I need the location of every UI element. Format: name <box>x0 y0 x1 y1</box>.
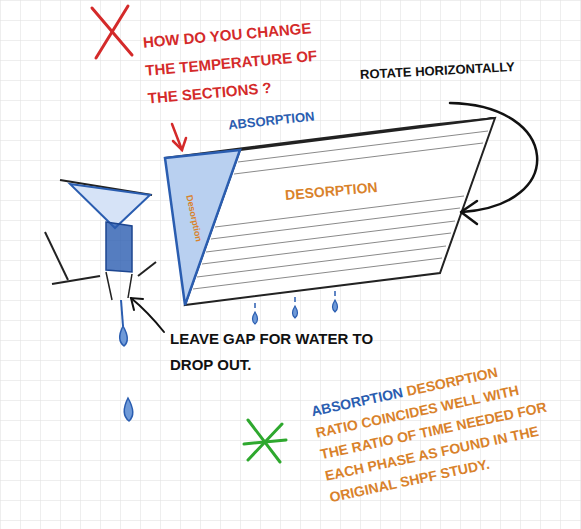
prism-end-face <box>165 150 240 305</box>
rotate-note: ROTATE HORIZONTALLY <box>360 55 556 85</box>
end-face-heading: Desorption <box>184 194 205 243</box>
ratio-text: DESORPTION RATIO COINCIDES WELL WITH THE… <box>314 364 548 505</box>
question-note: HOW DO YOU CHANGE THE TEMPERATURE OF THE… <box>142 11 349 112</box>
water-drop <box>253 312 258 324</box>
end-view-triangle <box>70 184 150 228</box>
prism-front-face <box>185 118 495 305</box>
drip-mark <box>254 303 256 308</box>
absorption-heading: ABSORPTION <box>227 108 315 135</box>
hatch-line <box>211 208 460 239</box>
section-label: ABSORPTION <box>227 109 315 133</box>
hatch-line <box>193 258 442 289</box>
pointer-arrowhead <box>173 138 186 150</box>
leader-arrow <box>131 298 164 332</box>
gap-edge <box>128 274 132 298</box>
hatch-line <box>202 233 451 264</box>
ratio-note: ABSORPTIONDESORPTION RATIO COINCIDES WEL… <box>309 352 562 508</box>
water-drop <box>293 306 298 318</box>
hatch-line <box>238 131 488 162</box>
desorption-heading: DESORPTION <box>281 178 381 205</box>
water-drop <box>120 326 128 346</box>
water-stream <box>121 300 123 326</box>
end-view-base <box>138 262 156 276</box>
hatch-line <box>215 196 464 227</box>
green-star <box>244 420 286 462</box>
rotation-arrowhead <box>461 201 477 224</box>
hatch-line <box>197 246 446 277</box>
water-drop <box>124 398 133 421</box>
gap-text: LEAVE GAP FOR WATER TO DROP OUT. <box>170 330 373 373</box>
rotation-arrow <box>450 103 537 212</box>
cross-mark <box>96 6 128 58</box>
drip-mark <box>334 291 336 296</box>
water-drop <box>333 300 338 312</box>
end-view-base <box>52 276 100 284</box>
drip-mark <box>294 297 296 302</box>
hatch-line <box>234 143 483 174</box>
question-text: HOW DO YOU CHANGE THE TEMPERATURE OF THE… <box>142 19 318 106</box>
star-stroke <box>244 440 286 444</box>
gap-edge <box>106 272 112 300</box>
section-label: DESORPTION <box>281 179 381 204</box>
hatch-line <box>206 221 455 252</box>
end-view-wall <box>45 232 68 280</box>
section-label: Desorption <box>185 194 205 243</box>
gap-note: LEAVE GAP FOR WATER TO DROP OUT. <box>170 326 420 378</box>
rotate-text: ROTATE HORIZONTALLY <box>360 59 515 82</box>
leader-arrowhead <box>131 298 143 310</box>
end-view-section <box>106 222 132 272</box>
